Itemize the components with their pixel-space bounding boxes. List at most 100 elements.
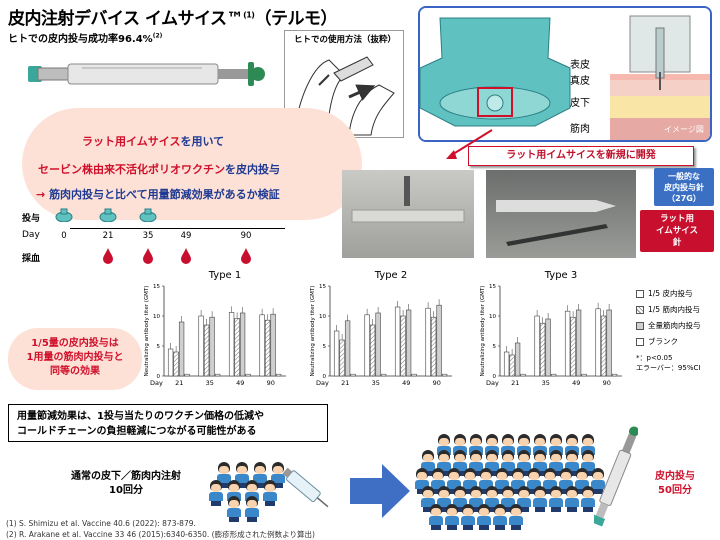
bar: [400, 315, 406, 377]
legend-item-blank: ブランク: [636, 336, 701, 347]
dose-label: 投与: [22, 214, 41, 224]
child-figure: [420, 450, 436, 478]
usage-label: ヒトでの使用方法（抜粋）: [293, 35, 396, 45]
bar: [259, 314, 265, 377]
page-subtitle: ヒトでの皮内投与成功率96.4%(2): [8, 32, 163, 45]
blood-drop-icon: [143, 248, 153, 264]
y-tick-label: 10: [319, 314, 326, 320]
day-0: 0: [61, 231, 67, 241]
bar: [545, 318, 551, 377]
bar: [405, 309, 412, 377]
bar: [333, 330, 340, 377]
child-figure: [262, 480, 278, 508]
study-summary-cloud: [22, 108, 362, 220]
bar: [550, 373, 557, 377]
bar: [178, 321, 185, 377]
bar: [581, 373, 587, 377]
rat-device-photo: [342, 170, 474, 258]
bar: [564, 310, 571, 377]
chart-title: Type 3: [544, 270, 578, 281]
child-figure: [226, 496, 242, 524]
normal-injection-label: 通常の皮下／筋肉内注射 10回分: [71, 471, 181, 496]
child-figure: [548, 486, 564, 514]
bar: [203, 324, 210, 377]
legend-item-id: 1/5 皮内投与: [636, 288, 701, 299]
chart-title: Type 1: [208, 270, 242, 281]
bar: [611, 373, 618, 377]
child-figure: [420, 486, 436, 514]
x-tick-label: 35: [372, 379, 380, 387]
summary-line-3: → 筋肉内投与と比べて用量節減効果があるか検証: [36, 188, 280, 201]
immucise-device-icon: [594, 426, 638, 527]
bar: [375, 312, 381, 377]
bar: [184, 373, 190, 377]
bar: [344, 320, 351, 377]
significance-note: *：p<0.05: [636, 354, 673, 362]
x-tick-label: 90: [603, 379, 611, 387]
child-figure: [208, 480, 224, 508]
legend-item-im-full: 全量筋肉内投与: [636, 320, 701, 331]
conclusion-box: 用量節減効果は、1投与当たりのワクチン価格の低減や コールドチェーンの負担軽減に…: [8, 404, 328, 442]
x-tick-label: 21: [175, 379, 183, 387]
device-cross-section: [420, 8, 710, 140]
child-figure: [244, 496, 260, 524]
y-axis-label: Neutralizing antibody titer (GMT): [144, 286, 150, 377]
child-figure: [580, 450, 596, 478]
bar: [509, 354, 515, 377]
y-tick-label: 5: [493, 344, 497, 350]
child-figure: [452, 486, 468, 514]
chart-title: Type 2: [374, 270, 408, 281]
child-figure: [436, 486, 452, 514]
bar: [570, 316, 576, 377]
y-tick-label: 15: [319, 284, 326, 290]
child-figure: [468, 486, 484, 514]
reference-1: (1) S. Shimizu et al. Vaccine 40.6 (2022…: [6, 519, 196, 528]
x-axis-label: Day: [486, 379, 499, 387]
child-figure: [476, 504, 492, 532]
bar: [270, 313, 276, 377]
bar: [228, 312, 235, 377]
child-figure: [484, 450, 500, 478]
bar: [539, 322, 546, 377]
skin-diagram-panel: 表皮 真皮 皮下 筋肉 イメージ図: [418, 6, 712, 142]
child-figure: [452, 450, 468, 478]
bar: [245, 373, 251, 377]
summary-line-1: ラット用イムサイスを用いて: [82, 135, 225, 148]
syringe-icon: [282, 467, 329, 508]
skin-layer-dermis: 真皮: [570, 76, 590, 87]
child-figure: [492, 504, 508, 532]
bar: [369, 324, 376, 377]
bar: [380, 373, 387, 377]
summary-line-2: セービン株由来不活化ポリオワクチンを皮内投与: [38, 163, 280, 176]
bar: [534, 315, 540, 377]
y-tick-label: 5: [323, 344, 327, 350]
x-tick-label: 49: [402, 379, 410, 387]
y-tick-label: 15: [153, 284, 160, 290]
immucise-device-illustration: [28, 62, 265, 86]
bar: [520, 373, 526, 377]
x-tick-label: 49: [572, 379, 580, 387]
y-axis-label: Neutralizing antibody titer (GMT): [480, 286, 486, 377]
child-figure: [508, 504, 524, 532]
skin-layer-epidermis: 表皮: [570, 60, 590, 71]
child-figure: [484, 486, 500, 514]
bar: [606, 309, 612, 377]
child-figure: [216, 462, 232, 490]
dose-device-icon: [99, 208, 117, 222]
bar: [364, 314, 370, 377]
bar: [503, 351, 510, 377]
skin-layer-muscle: 筋肉: [570, 124, 590, 135]
bar: [275, 373, 282, 377]
standard-needle-label: 一般的な 皮内投与針 （27G）: [654, 168, 714, 206]
bar: [575, 309, 582, 377]
day-35: 35: [142, 231, 154, 241]
dose-device-icon: [139, 208, 157, 222]
image-caption: イメージ図: [664, 125, 704, 134]
child-figure: [580, 486, 596, 514]
y-tick-label: 0: [157, 374, 161, 380]
bar: [214, 373, 221, 377]
blood-drop-icon: [181, 248, 191, 264]
timeline-line: [70, 228, 285, 229]
day-90: 90: [240, 231, 252, 241]
child-figure: [500, 486, 516, 514]
